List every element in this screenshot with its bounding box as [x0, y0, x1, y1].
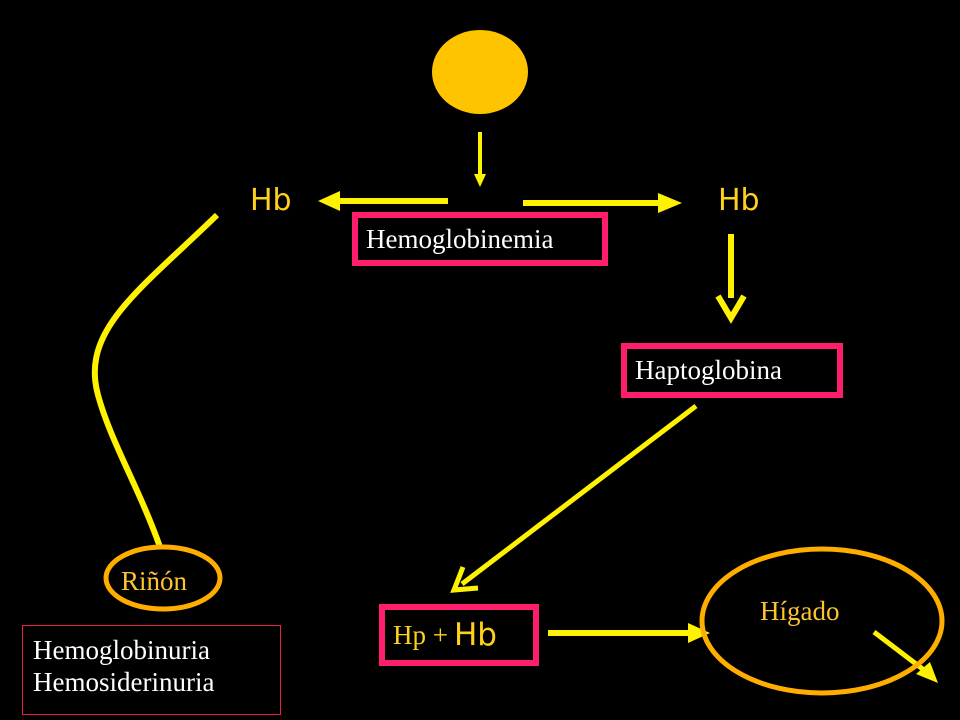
hb-right-label: Hb: [718, 183, 760, 218]
hp-hb-label: Hb: [453, 617, 497, 653]
haptoglobina-label: Haptoglobina: [635, 355, 782, 385]
arrow-to-liver-head: [688, 623, 710, 643]
arrow-diagonal: [460, 404, 698, 586]
arrow-cell-down-head: [474, 174, 486, 187]
kidney-label: Riñón: [121, 566, 188, 596]
hemoglobinemia-box: Hemoglobinemia: [352, 212, 608, 266]
liver-outline: [699, 546, 945, 696]
curve-hb-to-kidney: [91, 212, 220, 548]
haptoglobina-box: Haptoglobina: [621, 343, 843, 398]
hp-prefix-label: Hp +: [393, 619, 448, 650]
hemoglobinemia-label: Hemoglobinemia: [366, 223, 554, 254]
urine-findings-box: Hemoglobinuria Hemosiderinuria: [22, 625, 281, 715]
kidney-outline: [103, 544, 223, 612]
red-blood-cell: [432, 30, 528, 114]
hb-left-label: Hb: [250, 183, 292, 218]
arrow-hb-down-head: [715, 294, 747, 324]
hemosiderinuria-label: Hemosiderinuria: [33, 667, 215, 697]
arrow-left-head: [318, 191, 340, 211]
arrow-out-liver-head: [916, 662, 938, 683]
arrow-diagonal-head: [450, 566, 479, 593]
hp-hb-complex-box: Hp + Hb: [379, 604, 539, 666]
hemoglobinuria-label: Hemoglobinuria: [33, 635, 210, 665]
liver-label: Hígado: [760, 596, 840, 626]
arrow-right-head: [658, 193, 682, 213]
